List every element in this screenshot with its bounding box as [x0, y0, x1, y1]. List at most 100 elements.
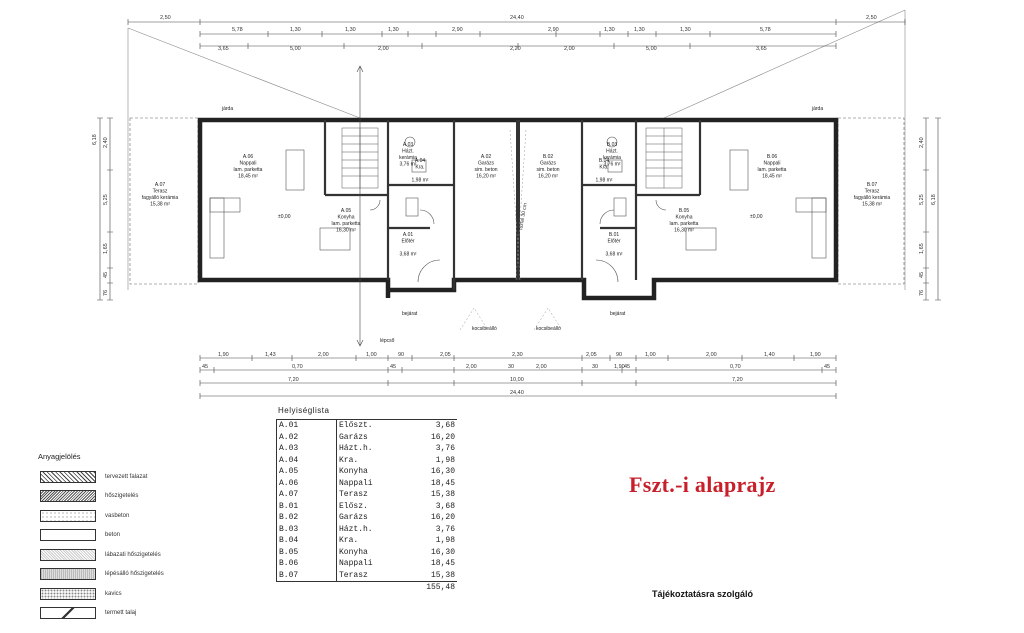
dim-top-r2-0: 5,78 — [232, 27, 243, 33]
dim-top-r2-1: 1,30 — [290, 27, 301, 33]
room-label-floor: kerámia — [603, 155, 621, 161]
dimension-lines — [97, 19, 941, 399]
room-list-area: 15,38 — [430, 490, 455, 499]
room-label-name: Előtér — [401, 239, 414, 245]
room-list-area: 18,45 — [430, 478, 455, 488]
legend-item-beton: beton — [36, 526, 236, 546]
room-label-code: A.01 — [403, 232, 414, 238]
dim-bot-r2-1: 0,70 — [292, 364, 303, 370]
misc-labels: járda járda kocsibeálló kocsibeálló bejá… — [221, 106, 823, 344]
room-list-code: B.05 — [276, 546, 337, 558]
dim-bot-r1-4: 90 — [398, 352, 404, 358]
room-list-code: A.01 — [276, 419, 337, 432]
room-list-code: B.03 — [276, 523, 337, 535]
dim-top-r3-0: 3,65 — [218, 46, 229, 52]
dim-bot-r2-3: 2,00 — [466, 364, 477, 370]
label-jarda-left: járda — [221, 106, 233, 112]
section-marks — [356, 65, 364, 347]
room-label-code: B.06 — [767, 154, 778, 160]
legend-item-hoszig: hőszigetelés — [36, 487, 236, 507]
room-label-code: B.01 — [609, 232, 620, 238]
room-list-area: 3,68 — [435, 501, 455, 511]
legend-swatch-tervezett — [40, 470, 96, 483]
room-list-total-row: 155,48 — [276, 581, 457, 594]
dim-right-0: 6,18 — [931, 194, 937, 205]
room-label-code: A.06 — [243, 154, 254, 160]
dim-left-1: 2,40 — [103, 137, 109, 148]
room-label-area: 3,76 m² — [400, 162, 417, 168]
dim-right-5: 76 — [919, 290, 925, 296]
dim-bot-r1-2: 2,00 — [318, 352, 329, 358]
room-list-name: Előszt. — [336, 419, 401, 432]
label-bejarat-left: bejárat — [402, 311, 418, 317]
room-list-name: Garázs — [336, 512, 401, 524]
dim-left-0: 6,18 — [92, 134, 98, 145]
room-list-code: B.04 — [276, 535, 337, 547]
room-label-code: A.03 — [403, 142, 414, 148]
dim-bot-r1-12: 1,90 — [810, 352, 821, 358]
room-label-area: 3,68 m² — [606, 252, 623, 258]
dim-bot-r1-6: 2,30 — [512, 352, 523, 358]
room-list-area: 1,98 — [435, 536, 455, 545]
legend-label: vasbeton — [105, 512, 130, 519]
dim-bot-overall: 24,40 — [510, 390, 524, 396]
room-label-name: Garázs — [540, 161, 557, 167]
room-list-code: A.07 — [276, 489, 337, 501]
room-label-area: 3,76 m² — [604, 162, 621, 168]
dim-bot-r2-8: 45 — [624, 364, 630, 370]
room-list-code: B.02 — [276, 512, 337, 524]
room-list-area: 18,45 — [430, 559, 455, 568]
dim-bot-r1-8: 90 — [616, 352, 622, 358]
room-label-area: 16,20 m² — [538, 174, 558, 180]
room-label-code: A.02 — [481, 154, 492, 160]
room-label-name: Házt. — [606, 149, 618, 155]
label-jarda-right: járda — [811, 106, 823, 112]
legend-swatch-labazati — [40, 548, 96, 561]
room-label-name: Nappali — [240, 161, 257, 167]
dim-top-r3-5: 5,00 — [646, 46, 657, 52]
dim-right-4: 45 — [919, 272, 925, 278]
dim-bot-r2-5: 2,00 — [536, 364, 547, 370]
room-label-area: 1,98 m² — [412, 178, 429, 184]
room-label-area: 3,68 m² — [400, 252, 417, 258]
room-label-area: 16,30 m² — [674, 228, 694, 234]
legend-swatch-hoszig — [40, 490, 96, 503]
room-list-name: Konyha — [336, 546, 401, 558]
room-list-name: Garázs — [336, 431, 401, 443]
dim-bot-r2-7: 1,90 — [614, 364, 625, 370]
dim-top-r3-4: 2,00 — [564, 46, 575, 52]
site-lines — [127, 9, 906, 290]
room-label-floor: fagyálló kerámia — [142, 195, 179, 201]
dim-top-r3-2: 2,00 — [378, 46, 389, 52]
room-label-name: Előtér — [607, 239, 620, 245]
room-label-area: 15,38 m² — [150, 202, 170, 208]
legend-item-lepes: lépésálló hőszigetelés — [36, 565, 236, 585]
dim-bot-r2-6: 30 — [592, 364, 598, 370]
dim-left-2: 5,25 — [103, 194, 109, 205]
interior-walls — [323, 120, 702, 290]
dim-bot-r2-10: 45 — [824, 364, 830, 370]
dim-bot-r2-9: 0,70 — [730, 364, 741, 370]
dim-bot-r1-5: 2,05 — [440, 352, 451, 358]
dim-top-r2-9: 5,78 — [760, 27, 771, 33]
room-list-code: B.01 — [276, 500, 337, 512]
dimension-texts: 2,50 24,40 2,50 5,78 1,30 1,30 1,30 2,90… — [92, 15, 937, 396]
room-label-name: Terasz — [865, 189, 880, 195]
room-label-area: 18,45 m² — [762, 174, 782, 180]
room-label-name: Kra. — [415, 165, 424, 171]
dim-bot-r1-7: 2,05 — [586, 352, 597, 358]
legend-title: Anyagjelölés — [38, 452, 81, 461]
room-list-name: Nappali — [336, 477, 401, 489]
room-list-area: 16,30 — [430, 467, 455, 476]
dim-top-r2-2: 1,30 — [345, 27, 356, 33]
dim-top-r3-1: 5,00 — [290, 46, 301, 52]
room-list-code: A.05 — [276, 466, 337, 478]
room-label-floor: lam. parketta — [234, 167, 263, 173]
room-label-floor: fagyálló kerámia — [854, 195, 891, 201]
